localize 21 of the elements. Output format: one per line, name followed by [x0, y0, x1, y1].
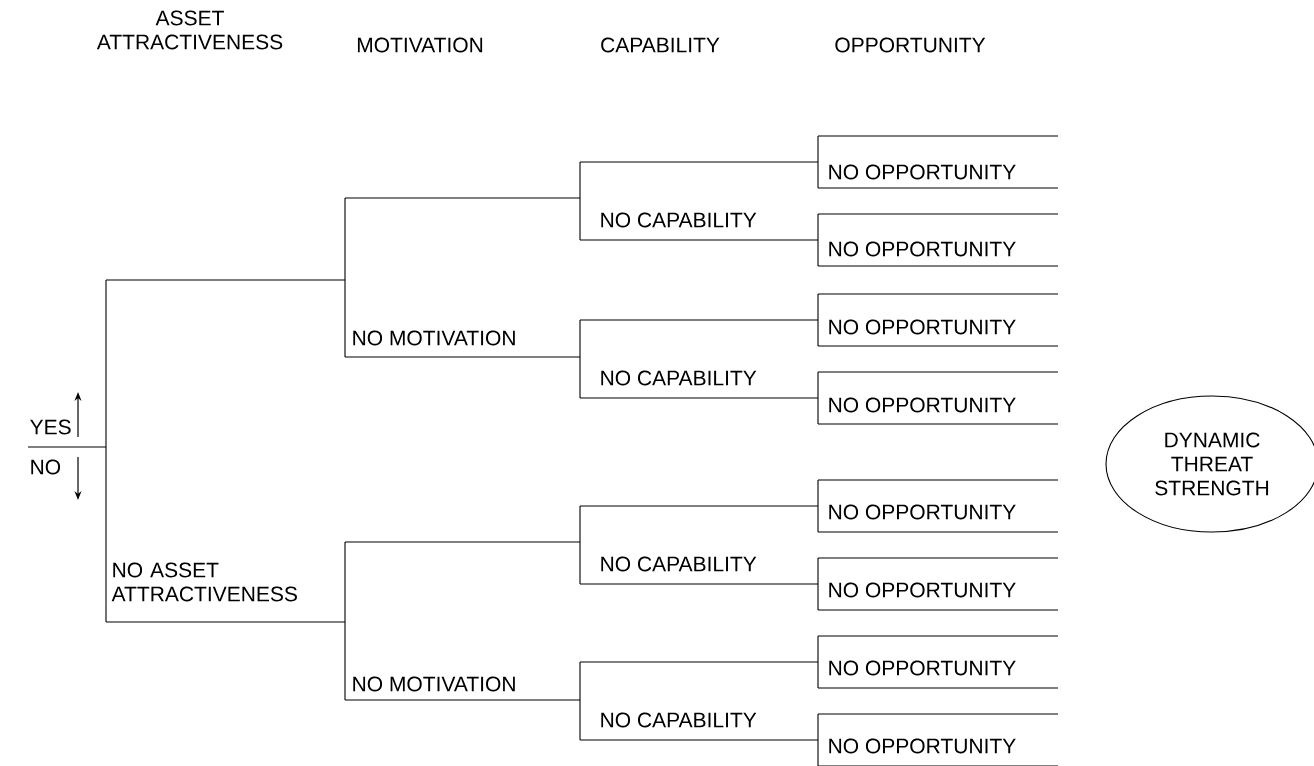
branch-label: NO OPPORTUNITY	[829, 582, 1016, 598]
branch-label: YES	[30, 419, 71, 435]
branch-label: NO OPPORTUNITY	[829, 319, 1016, 335]
column-heading: ASSET ATTRACTIVENESS	[96, 10, 283, 50]
branch-label: NO CAPABILITY	[601, 212, 757, 228]
branch-label: NO OPPORTUNITY	[829, 241, 1016, 257]
branch-label: NO CAPABILITY	[601, 370, 757, 386]
column-heading: CAPABILITY	[601, 37, 720, 53]
branch-label: NO	[31, 459, 61, 475]
branch-label: NO OPPORTUNITY	[829, 738, 1016, 754]
branch-label: NO OPPORTUNITY	[829, 397, 1016, 413]
branch-label: NO CAPABILITY	[601, 712, 757, 728]
column-heading: OPPORTUNITY	[835, 37, 986, 53]
branch-label: NO MOTIVATION	[353, 330, 515, 346]
branch-label: NO OPPORTUNITY	[829, 660, 1016, 676]
branch-label: NO ASSET ATTRACTIVENESS	[111, 562, 297, 602]
branch-label: NO MOTIVATION	[353, 676, 515, 692]
branch-label: NO CAPABILITY	[601, 556, 757, 572]
branch-label: NO OPPORTUNITY	[829, 504, 1016, 520]
branch-label: NO OPPORTUNITY	[829, 164, 1016, 180]
column-heading: MOTIVATION	[357, 37, 483, 53]
